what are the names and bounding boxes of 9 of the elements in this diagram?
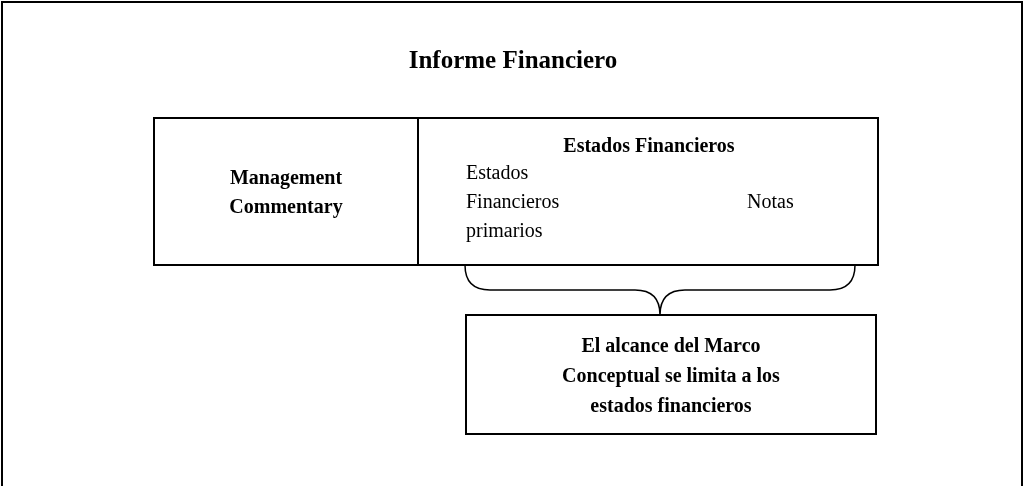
box-label: Notas bbox=[747, 189, 794, 214]
process-box bbox=[153, 117, 419, 266]
box-label: Management Commentary bbox=[228, 164, 344, 220]
box-heading: Estados Financieros bbox=[562, 133, 736, 158]
title: Informe Financiero bbox=[407, 45, 619, 75]
process-box bbox=[465, 314, 877, 435]
process-box bbox=[417, 117, 879, 266]
box-label: Estados Financieros primarios bbox=[466, 160, 561, 244]
box-label: El alcance del Marco Conceptual se limita a los estados financieros bbox=[561, 332, 781, 418]
